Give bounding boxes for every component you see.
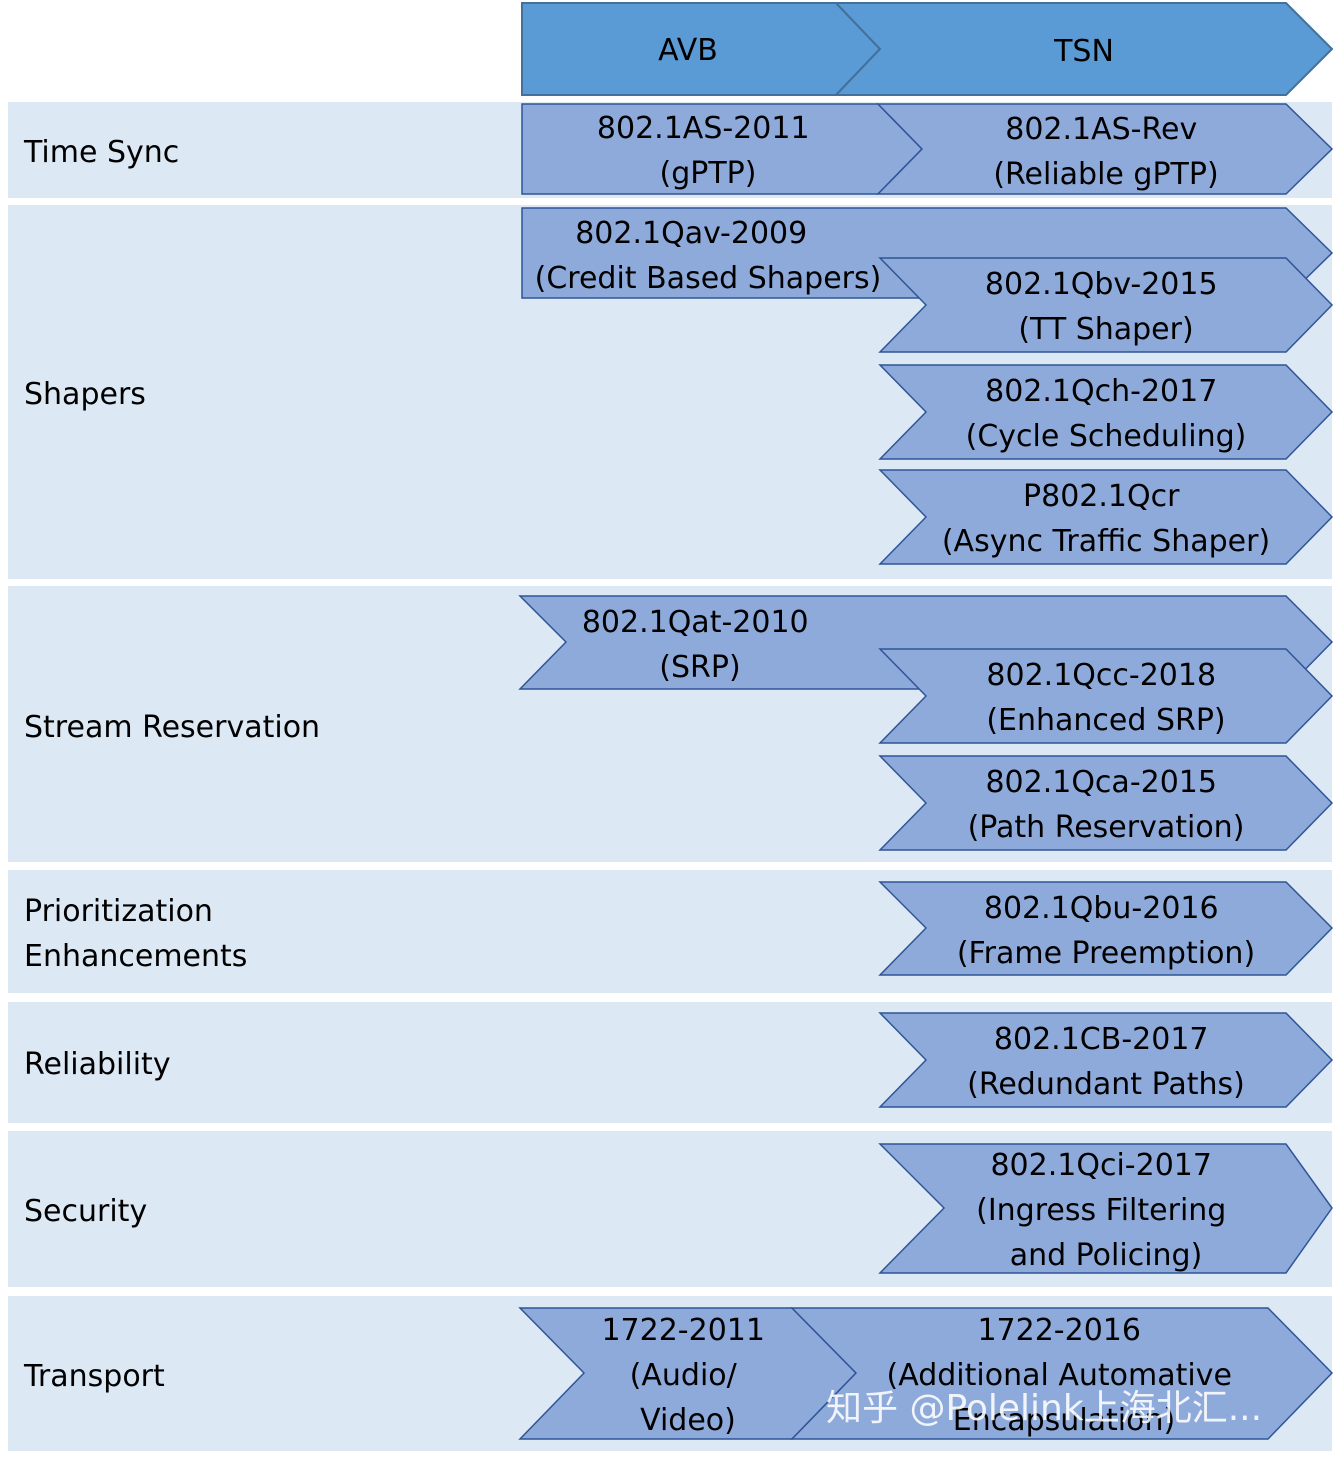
category-stream-reservation: Stream Reservation [24, 710, 320, 745]
std-arrow-802-1qca-2015 [878, 755, 1334, 851]
category-transport: Transport [23, 1359, 165, 1394]
std-label-802-1qav-2009: 802.1Qav-2009 (Credit Based Shapers) [535, 216, 882, 296]
std-label-802-1qat-2010: 802.1Qat-2010 (SRP) [582, 605, 818, 685]
std-label-802-1cb-2017: 802.1CB-2017 (Redundant Paths) [967, 1022, 1245, 1102]
category-reliability: Reliability [24, 1047, 171, 1082]
std-label-1722-2016: 1722-2016 (Additional Automative Encapsu… [887, 1313, 1242, 1438]
avb-header-label: AVB [658, 33, 718, 68]
std-arrow-802-1qch-2017 [878, 364, 1334, 460]
std-arrow-802-1qbu-2016 [878, 881, 1334, 976]
tsn-header-label: TSN [1053, 34, 1114, 69]
std-label-802-1qbv-2015: 802.1Qbv-2015 (TT Shaper) [985, 267, 1227, 347]
watermark-text: 知乎 @Polelink上海北汇... [826, 1388, 1262, 1429]
category-enhancements: Enhancements [24, 939, 247, 974]
std-arrow-1722-2016 [790, 1307, 1334, 1440]
std-arrow-802-1qcc-2018 [878, 648, 1334, 744]
std-label-802-1qbu-2016: 802.1Qbu-2016 (Frame Preemption) [957, 891, 1255, 971]
std-label-802-1as-2011: 802.1AS-2011 (gPTP) [597, 111, 819, 191]
category-shapers: Shapers [24, 377, 146, 412]
category-time-sync: Time Sync [23, 135, 179, 170]
std-arrow-802-1qbv-2015 [878, 257, 1334, 353]
std-arrow-802-1as-rev [876, 103, 1334, 195]
std-label-802-1as-rev: 802.1AS-Rev (Reliable gPTP) [993, 112, 1218, 192]
std-arrow-802-1qci-2017 [878, 1143, 1333, 1274]
category-security: Security [24, 1194, 147, 1229]
std-label-1722-2011: 1722-2011 (Audio/ Video) [601, 1313, 774, 1438]
tsn-header-arrow [833, 2, 1334, 96]
std-arrow-802-1cb-2017 [878, 1012, 1334, 1108]
std-label-802-1qch-2017: 802.1Qch-2017 (Cycle Scheduling) [966, 374, 1247, 454]
std-label-p802-1qcr: P802.1Qcr (Async Traffic Shaper) [942, 479, 1270, 559]
std-label-802-1qcc-2018: 802.1Qcc-2018 (Enhanced SRP) [986, 658, 1225, 738]
std-label-802-1qca-2015: 802.1Qca-2015 (Path Reservation) [968, 765, 1245, 845]
std-label-802-1qci-2017: 802.1Qci-2017 (Ingress Filtering and Pol… [976, 1148, 1236, 1273]
category-prioritization: Prioritization [24, 894, 213, 929]
std-arrow-p802-1qcr [878, 469, 1334, 565]
